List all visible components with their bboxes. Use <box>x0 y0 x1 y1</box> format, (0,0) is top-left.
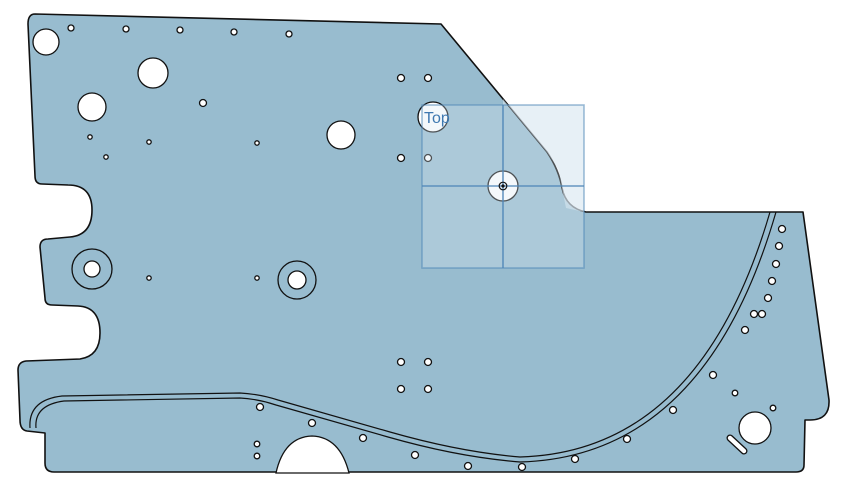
small-hole <box>757 309 767 319</box>
small-hole <box>749 309 759 319</box>
small-hole <box>396 384 406 394</box>
mount-hole <box>417 101 449 133</box>
small-hole <box>708 370 718 380</box>
small-hole <box>774 241 784 251</box>
small-hole <box>423 384 433 394</box>
small-hole <box>285 30 293 38</box>
small-hole <box>396 357 406 367</box>
counterbore-ring <box>71 248 113 290</box>
groove-inner-line <box>29 211 771 458</box>
mount-hole <box>32 28 60 56</box>
top-plane[interactable]: Top <box>421 99 585 269</box>
sketch-plane-origin-icon <box>498 181 508 191</box>
small-hole <box>122 25 130 33</box>
mount-hole <box>77 92 107 122</box>
small-hole <box>777 224 787 234</box>
small-hole <box>146 139 152 145</box>
small-hole <box>146 275 152 281</box>
small-hole <box>87 134 93 140</box>
slot-hole <box>727 435 747 454</box>
small-hole <box>254 275 260 281</box>
small-hole <box>254 140 260 146</box>
small-hole <box>423 153 433 163</box>
small-hole <box>253 452 261 460</box>
plane-label[interactable]: Top <box>424 110 450 127</box>
small-hole-group <box>67 24 787 472</box>
small-hole <box>176 26 184 34</box>
small-hole <box>763 293 773 303</box>
mount-hole <box>137 57 169 89</box>
small-hole <box>410 450 420 460</box>
counterbore-ring <box>277 260 317 300</box>
small-hole <box>67 24 75 32</box>
groove-outer-line <box>35 211 777 463</box>
small-hole <box>103 154 109 160</box>
small-hole <box>253 440 261 448</box>
small-hole <box>198 98 208 108</box>
counterbore-hole <box>83 260 101 278</box>
small-hole <box>396 73 406 83</box>
small-hole <box>307 418 317 428</box>
small-hole <box>769 404 777 412</box>
mount-hole <box>326 120 356 150</box>
bottom-notch-cutout <box>275 435 350 474</box>
small-hole <box>230 28 238 36</box>
small-hole <box>423 357 433 367</box>
plate-body[interactable] <box>17 13 830 473</box>
small-hole <box>396 153 406 163</box>
small-hole <box>767 276 777 286</box>
mount-hole <box>738 411 772 445</box>
plane-outside-fill <box>503 99 584 212</box>
small-hole <box>771 259 781 269</box>
small-hole <box>358 433 368 443</box>
small-hole <box>731 389 739 397</box>
counterbore-hole <box>287 270 307 290</box>
small-hole <box>570 454 580 464</box>
small-hole <box>463 461 473 471</box>
small-hole <box>668 405 678 415</box>
small-hole <box>255 402 265 412</box>
small-hole <box>740 325 750 335</box>
small-hole <box>622 434 632 444</box>
small-hole <box>517 462 527 472</box>
small-hole <box>423 73 433 83</box>
